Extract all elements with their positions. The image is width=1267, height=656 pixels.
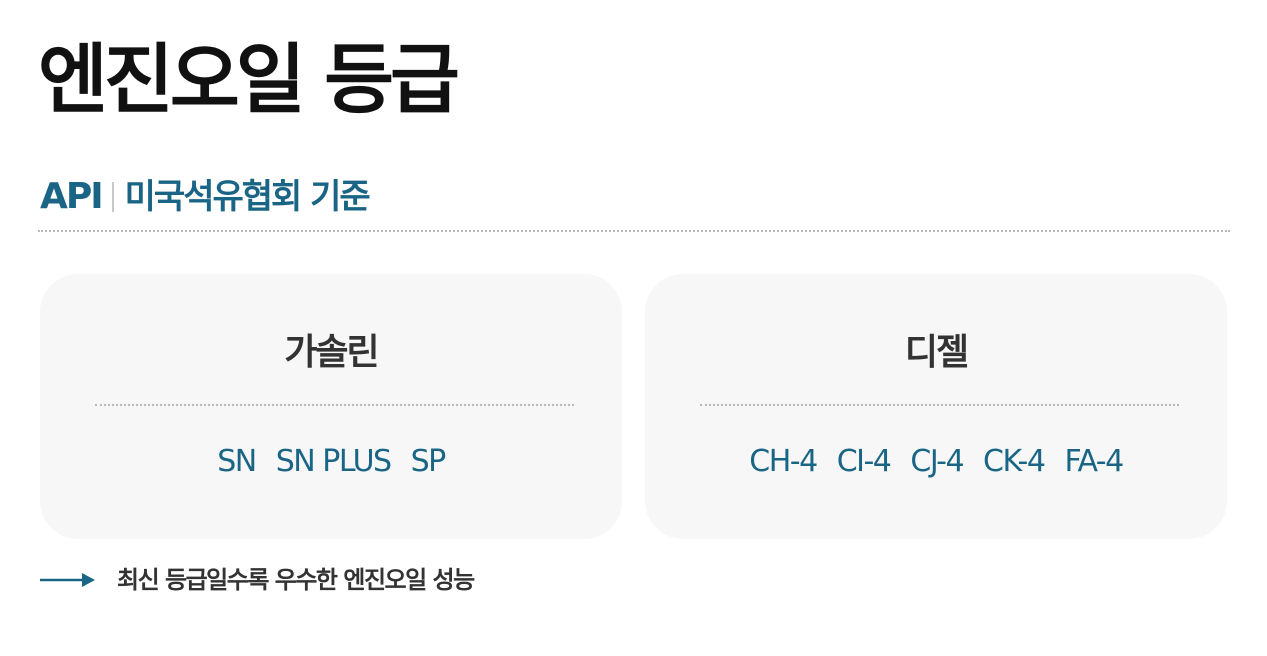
footnote: 최신 등급일수록 우수한 엔진오일 성능 <box>40 560 475 600</box>
page-title: 엔진오일 등급 <box>38 35 460 124</box>
heading-separator <box>111 182 114 212</box>
gasoline-grade-list: SN SN PLUS SP <box>40 438 622 486</box>
grade-item: CK-4 <box>983 444 1046 479</box>
diesel-card: 디젤 CH-4 CI-4 CJ-4 CK-4 FA-4 <box>645 274 1227 539</box>
diesel-card-divider <box>700 404 1179 406</box>
grade-item: FA-4 <box>1064 444 1124 479</box>
gasoline-card-title: 가솔린 <box>284 332 379 373</box>
grade-item: CH-4 <box>749 444 818 479</box>
standard-abbr: API <box>40 176 104 217</box>
grade-item: CI-4 <box>836 444 892 479</box>
standard-name: 미국석유협회 기준 <box>124 177 371 217</box>
heading-divider <box>38 230 1230 232</box>
diesel-grade-list: CH-4 CI-4 CJ-4 CK-4 FA-4 <box>645 438 1227 486</box>
standard-heading: API 미국석유협회 기준 <box>40 174 371 220</box>
footnote-text: 최신 등급일수록 우수한 엔진오일 성능 <box>117 566 475 594</box>
arrow-right-icon <box>40 573 95 587</box>
grade-item: SP <box>410 444 447 479</box>
diesel-card-title: 디젤 <box>904 332 969 373</box>
grade-item: SN PLUS <box>275 444 392 479</box>
grade-item: CJ-4 <box>910 444 964 479</box>
gasoline-card: 가솔린 SN SN PLUS SP <box>40 274 622 539</box>
grade-item: SN <box>217 444 257 479</box>
gasoline-card-divider <box>95 404 574 406</box>
